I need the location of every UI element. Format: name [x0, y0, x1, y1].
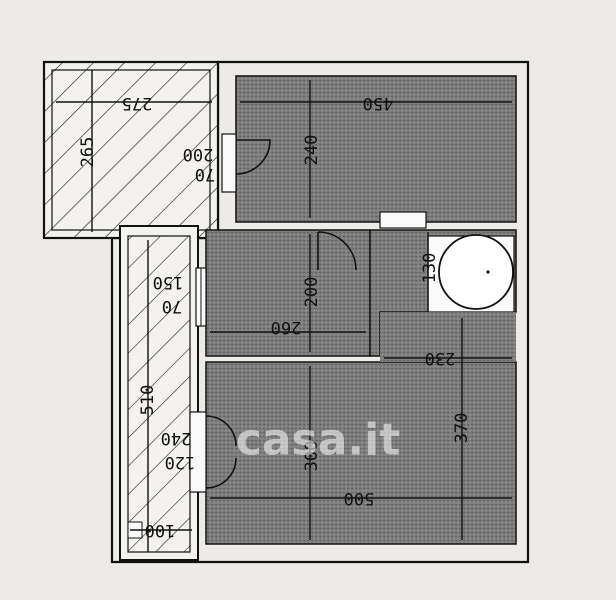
dim-terrace-top-height: 265	[78, 137, 98, 168]
dim-door3-height: 240	[161, 428, 192, 448]
bathtub-circle	[438, 234, 514, 310]
dim-terrace-top-width: 275	[122, 93, 153, 113]
dim-door1-height: 70	[195, 164, 215, 184]
dim-room3-width: 500	[344, 488, 375, 508]
room-bottom	[205, 361, 517, 545]
dim-window2-depth: 70	[162, 296, 182, 316]
door-bottom	[189, 411, 237, 493]
dim-room3-height: 370	[452, 413, 472, 444]
dim-room1-height: 240	[302, 135, 322, 166]
door-middle	[317, 231, 357, 271]
dim-room1-width: 450	[363, 93, 394, 113]
bathroom	[369, 211, 517, 357]
dimension-lines	[56, 70, 512, 552]
dim-room3-inner-height: 300	[302, 441, 322, 472]
dim-balcony-length: 510	[138, 385, 158, 416]
door-top	[221, 133, 271, 193]
dim-window2-height: 150	[153, 272, 184, 292]
dim-bath-width: 230	[425, 348, 456, 368]
watermark: casa.it	[236, 415, 400, 466]
window-middle	[195, 267, 207, 327]
balcony-left	[119, 225, 199, 561]
dim-balcony-width: 100	[145, 520, 176, 540]
dim-room2-height: 200	[302, 277, 322, 308]
dim-door1-width: 200	[183, 144, 214, 164]
dim-bath-height: 130	[420, 253, 440, 284]
bath-vent	[379, 211, 427, 229]
dim-door3-width: 120	[165, 452, 196, 472]
dim-room2-width: 260	[271, 317, 302, 337]
room-top	[235, 75, 517, 223]
